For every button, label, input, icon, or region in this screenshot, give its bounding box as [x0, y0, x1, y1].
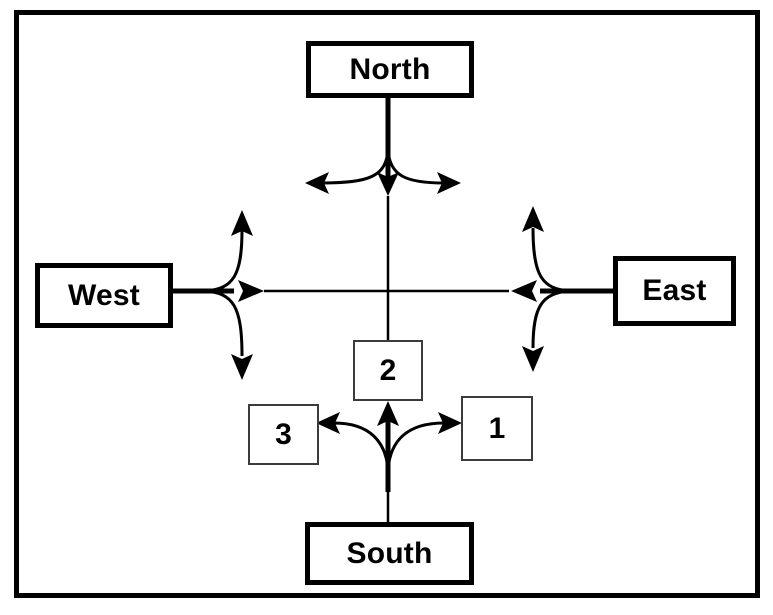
node-box-2[interactable]: 2: [353, 340, 423, 401]
node-box-2-label: 2: [379, 353, 397, 387]
north-right-arrowhead: [437, 172, 461, 194]
east-up-curve: [531, 227, 571, 293]
west-right-arrowhead: [238, 280, 264, 302]
north-flow: [305, 98, 461, 209]
south-left-curve: [333, 421, 390, 471]
east-down-curve: [531, 289, 571, 349]
outer-frame: [14, 10, 760, 598]
node-box-3-label: 3: [275, 417, 292, 451]
west-up-curve: [204, 229, 244, 293]
node-box-1[interactable]: 1: [461, 396, 533, 461]
node-south-label: South: [346, 536, 433, 570]
node-east-label: East: [642, 274, 707, 307]
north-left-arrowhead: [305, 172, 329, 194]
south-right-arrowhead: [438, 412, 462, 434]
node-east[interactable]: East: [613, 256, 736, 326]
north-left-curve: [321, 149, 390, 185]
south-right-curve: [386, 421, 445, 471]
north-right-curve: [386, 149, 445, 185]
east-left-arrowhead: [511, 280, 537, 302]
node-north-label: North: [349, 52, 431, 86]
west-flow: [173, 210, 509, 380]
west-up-arrowhead: [231, 210, 253, 236]
west-down-curve: [204, 289, 244, 357]
north-down-arrowhead: [377, 172, 399, 196]
node-west[interactable]: West: [35, 263, 173, 328]
east-down-arrowhead: [522, 346, 544, 372]
south-left-arrowhead: [316, 412, 340, 434]
node-box-1-label: 1: [488, 411, 506, 445]
west-down-arrowhead: [231, 354, 253, 380]
south-up-arrowhead: [377, 401, 399, 426]
node-south[interactable]: South: [305, 522, 474, 585]
east-up-arrowhead: [522, 206, 544, 232]
south-flow: [316, 401, 462, 522]
east-flow: [511, 206, 613, 372]
node-north[interactable]: North: [306, 41, 474, 98]
node-box-3[interactable]: 3: [248, 404, 319, 465]
node-west-label: West: [68, 278, 140, 312]
